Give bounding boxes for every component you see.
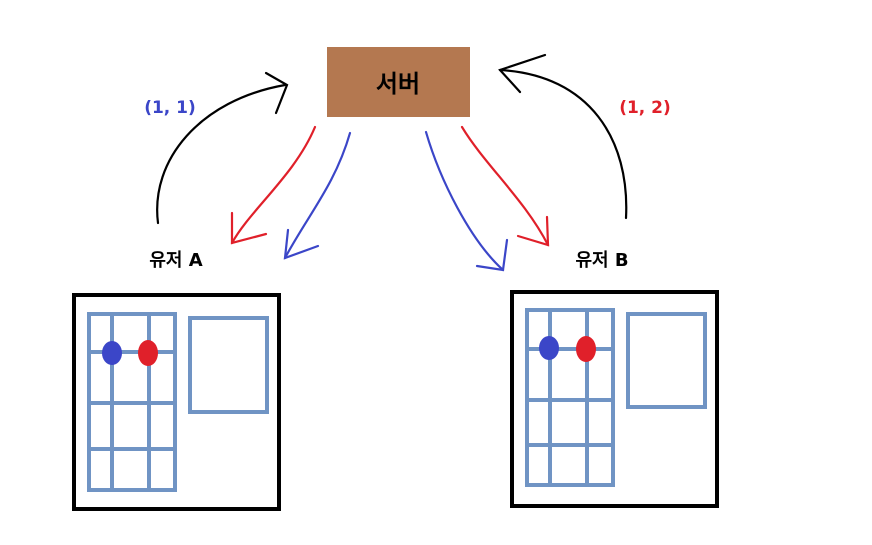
user-b-blue-stone — [539, 336, 559, 360]
server-box — [327, 47, 470, 117]
user-b-screen — [510, 290, 719, 508]
user-a-screen — [72, 293, 281, 511]
user-a-message: (1, 1) — [144, 98, 196, 118]
blue-arrow-server-to-user-b — [424, 130, 509, 272]
server-node: 서버 — [327, 47, 470, 117]
arrow-user-b-to-server — [498, 53, 628, 220]
user-b-message: (1, 2) — [619, 98, 671, 118]
blue-arrow-server-to-user-a — [283, 131, 352, 260]
red-arrow-server-to-user-a — [230, 125, 317, 245]
user-b-red-stone — [576, 336, 596, 362]
user-b-side-panel — [626, 312, 707, 409]
user-a-label: 유저 A — [149, 250, 202, 271]
user-b-label: 유저 B — [575, 250, 628, 271]
user-a-side-panel — [188, 316, 269, 414]
user-b-frame — [510, 290, 719, 508]
user-a-blue-stone — [102, 341, 122, 365]
server-label: 서버 — [376, 70, 420, 98]
user-a-red-stone — [138, 340, 158, 366]
user-b-board — [525, 308, 615, 487]
user-a-frame — [72, 293, 281, 511]
red-arrow-server-to-user-b — [460, 125, 550, 247]
user-a-board — [87, 312, 177, 492]
arrow-user-a-to-server — [156, 71, 289, 225]
